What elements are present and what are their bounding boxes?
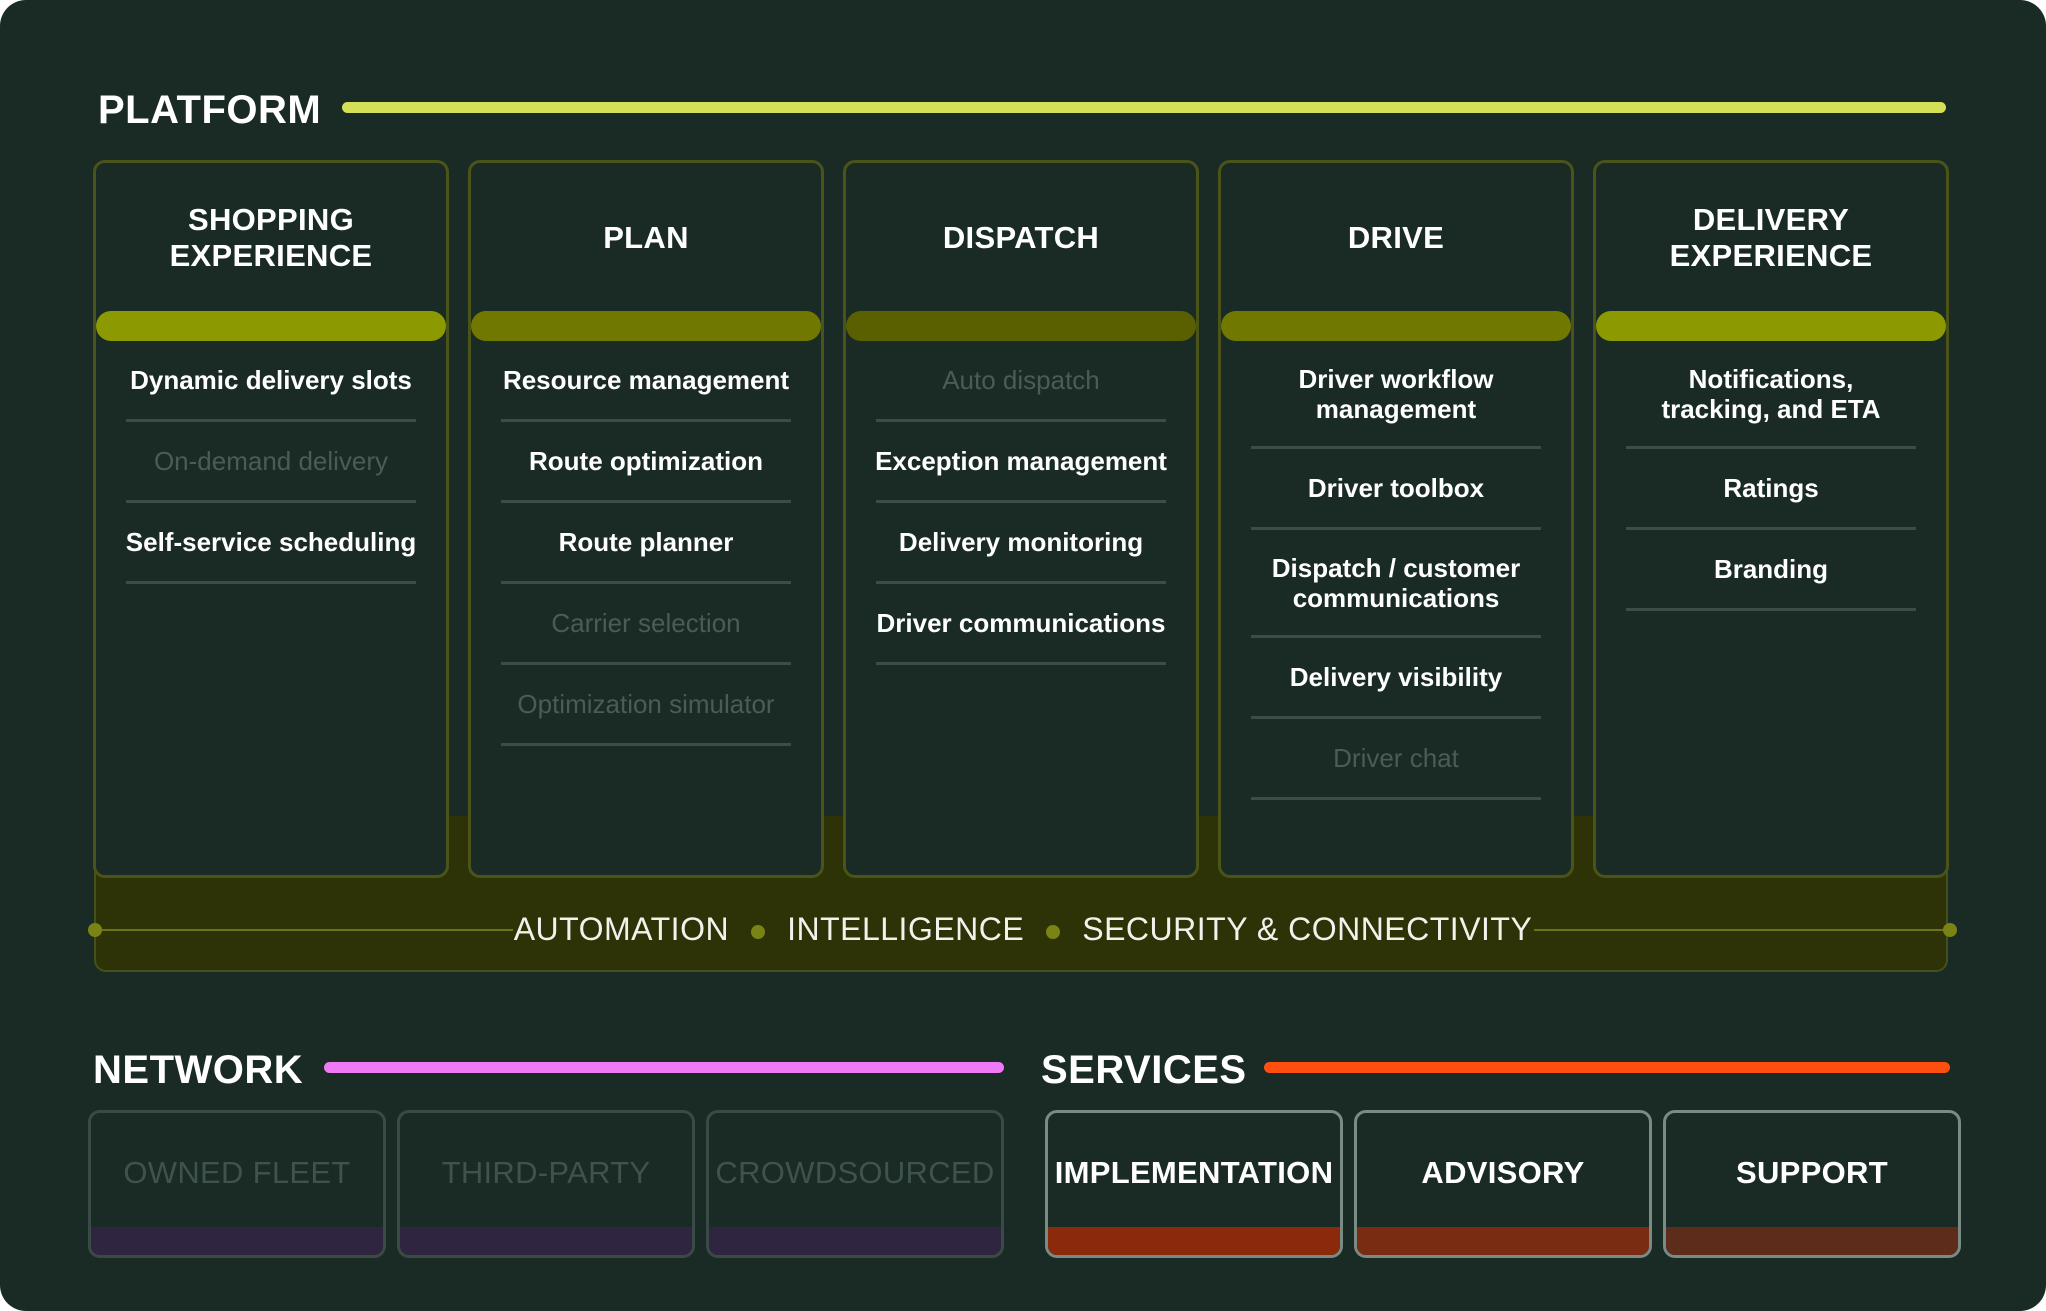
- band-line-left: [95, 929, 513, 931]
- feature-carrier-selection: Carrier selection: [501, 584, 791, 665]
- network-title: NETWORK: [93, 1048, 304, 1092]
- services-rule: [1264, 1062, 1950, 1073]
- band-dot-left: [88, 923, 102, 937]
- feature-exception-management: Exception management: [875, 422, 1167, 503]
- network-card-owned-fleet: OWNED FLEET: [88, 1110, 386, 1258]
- feature-dispatch-customer-communications: Dispatch / customer communications: [1251, 530, 1541, 638]
- feature-route-optimization: Route optimization: [501, 422, 791, 503]
- column-title: SHOPPING EXPERIENCE: [169, 202, 373, 273]
- pillar-separator-dot: [1046, 924, 1061, 939]
- column-accent-bar: [1221, 311, 1571, 341]
- band-dot-right: [1943, 923, 1957, 937]
- column-accent-bar: [471, 311, 821, 341]
- pillar-intelligence: INTELLIGENCE: [787, 911, 1025, 947]
- network-card-crowdsourced: CROWDSOURCED: [706, 1110, 1004, 1258]
- column-title: DRIVE: [1347, 220, 1445, 255]
- column-shopping-experience: SHOPPING EXPERIENCE Dynamic delivery slo…: [93, 160, 449, 878]
- feature-list: Auto dispatch Exception management Deliv…: [846, 341, 1196, 665]
- card-accent-base: [1357, 1227, 1649, 1255]
- column-dispatch: DISPATCH Auto dispatch Exception managem…: [843, 160, 1199, 878]
- feature-route-planner: Route planner: [501, 503, 791, 584]
- column-plan: PLAN Resource management Route optimizat…: [468, 160, 824, 878]
- services-title: SERVICES: [1041, 1048, 1247, 1092]
- card-accent-base: [709, 1227, 1001, 1255]
- services-card-support: SUPPORT: [1663, 1110, 1961, 1258]
- feature-resource-management: Resource management: [501, 341, 791, 422]
- feature-dynamic-delivery-slots: Dynamic delivery slots: [126, 341, 416, 422]
- feature-list: Notifications, tracking, and ETA Ratings…: [1596, 341, 1946, 611]
- card-accent-base: [91, 1227, 383, 1255]
- feature-list: Resource management Route optimization R…: [471, 341, 821, 746]
- feature-delivery-visibility: Delivery visibility: [1251, 638, 1541, 719]
- network-rule: [324, 1062, 1004, 1073]
- pillar-automation: AUTOMATION: [513, 911, 730, 947]
- services-card-advisory: ADVISORY: [1354, 1110, 1652, 1258]
- column-delivery-experience: DELIVERY EXPERIENCE Notifications, track…: [1593, 160, 1949, 878]
- feature-branding: Branding: [1626, 530, 1916, 611]
- pillar-security-connectivity: SECURITY & CONNECTIVITY: [1082, 911, 1533, 947]
- column-accent-bar: [96, 311, 446, 341]
- platform-title: PLATFORM: [98, 88, 322, 132]
- platform-rule: [342, 102, 1946, 113]
- card-accent-base: [400, 1227, 692, 1255]
- feature-driver-workflow-management: Driver workflow management: [1251, 341, 1541, 449]
- feature-driver-chat: Driver chat: [1251, 719, 1541, 800]
- card-accent-base: [1048, 1227, 1340, 1255]
- band-line-right: [1534, 929, 1948, 931]
- feature-auto-dispatch: Auto dispatch: [876, 341, 1166, 422]
- feature-driver-toolbox: Driver toolbox: [1251, 449, 1541, 530]
- network-card-third-party: THIRD-PARTY: [397, 1110, 695, 1258]
- feature-list: Dynamic delivery slots On-demand deliver…: [96, 341, 446, 584]
- card-accent-base: [1666, 1227, 1958, 1255]
- feature-on-demand-delivery: On-demand delivery: [126, 422, 416, 503]
- platform-pillars: AUTOMATION INTELLIGENCE SECURITY & CONNECT…: [0, 912, 2046, 946]
- feature-ratings: Ratings: [1626, 449, 1916, 530]
- feature-delivery-monitoring: Delivery monitoring: [876, 503, 1166, 584]
- feature-optimization-simulator: Optimization simulator: [501, 665, 791, 746]
- column-title: PLAN: [603, 220, 689, 255]
- column-accent-bar: [1596, 311, 1946, 341]
- column-title: DISPATCH: [942, 220, 1100, 255]
- column-drive: DRIVE Driver workflow management Driver …: [1218, 160, 1574, 878]
- feature-driver-communications: Driver communications: [876, 584, 1166, 665]
- feature-list: Driver workflow management Driver toolbo…: [1221, 341, 1571, 800]
- column-title: DELIVERY EXPERIENCE: [1669, 202, 1873, 273]
- pillar-separator-dot: [751, 924, 766, 939]
- feature-self-service-scheduling: Self-service scheduling: [126, 503, 416, 584]
- column-accent-bar: [846, 311, 1196, 341]
- feature-notifications-tracking-eta: Notifications, tracking, and ETA: [1626, 341, 1916, 449]
- services-card-implementation: IMPLEMENTATION: [1045, 1110, 1343, 1258]
